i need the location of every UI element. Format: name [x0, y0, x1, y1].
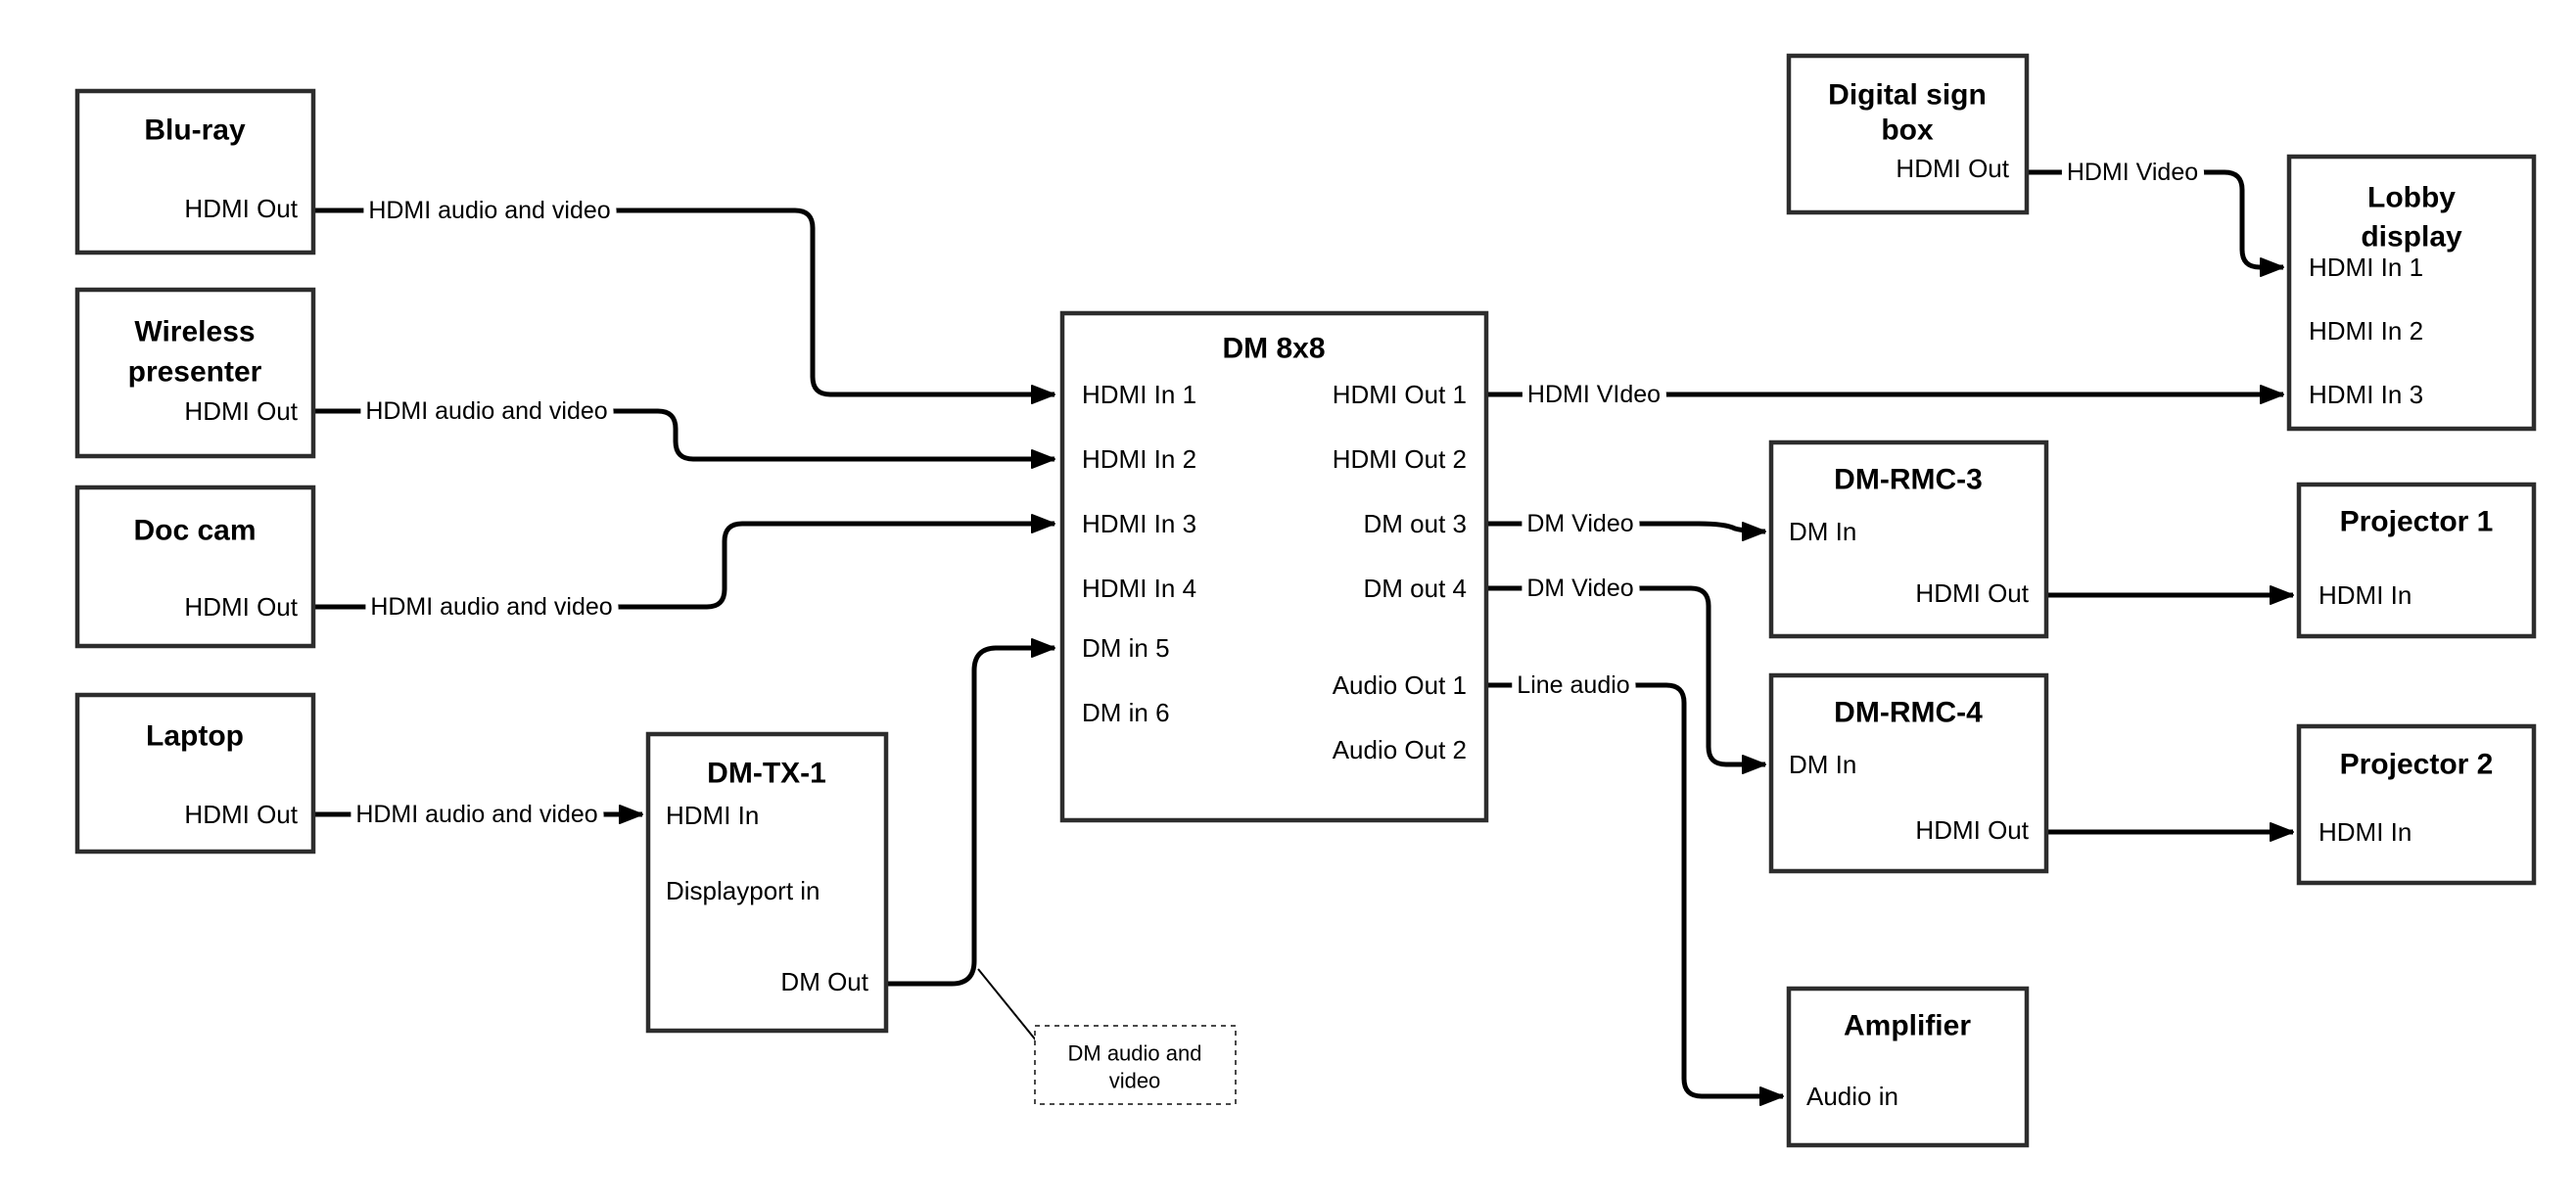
port-hdmi-out: HDMI Out [184, 800, 298, 829]
node-title: box [1881, 115, 1934, 147]
port-hdmi-out: HDMI Out [1896, 154, 2009, 183]
node-dm-tx-1: DM-TX-1 HDMI In Displayport in DM Out [645, 731, 889, 1034]
edge-dm8x8-out3-to-rmc3-dm-in [1486, 521, 1766, 541]
node-bluray: Blu-ray HDMI Out [74, 88, 316, 255]
node-wireless-box [74, 287, 316, 459]
edges [313, 169, 2294, 1106]
edge-label: HDMI audio and video [355, 801, 597, 828]
port-hdmi-out-2: HDMI Out 2 [1333, 444, 1467, 474]
port-hdmi-out: HDMI Out [184, 194, 298, 223]
node-title: DM 8x8 [1222, 333, 1325, 365]
node-title: DM-RMC-3 [1834, 464, 1983, 496]
edge-label: HDMI audio and video [365, 397, 607, 425]
port-hdmi-in-1: HDMI In 1 [1082, 380, 1196, 409]
port-hdmi-in-1: HDMI In 1 [2309, 253, 2423, 282]
node-title: Lobby [2367, 182, 2456, 214]
edge-label: Line audio [1517, 671, 1629, 699]
note-box [1034, 1025, 1237, 1105]
node-projector-1: Projector 1 HDMI In [2296, 482, 2537, 639]
edge-label: HDMI Video [2067, 159, 2198, 186]
node-dm8x8-box [1059, 310, 1489, 823]
edge-label: HDMI audio and video [368, 197, 610, 224]
port-audio-out-1: Audio Out 1 [1333, 670, 1467, 700]
node-doccam-box [74, 485, 316, 649]
port-hdmi-in: HDMI In [2318, 817, 2412, 847]
edge-dm8x8-audio1-to-amplifier [1486, 682, 1784, 1106]
node-title: DM-RMC-4 [1834, 697, 1983, 729]
edge-doccam-to-dm8x8-in3 [313, 514, 1055, 610]
node-rmc4-box [1768, 672, 2049, 874]
port-hdmi-out: HDMI Out [1915, 578, 2029, 608]
node-title: Blu-ray [144, 115, 246, 147]
edge-sign-to-lobby-in1 [2027, 169, 2284, 277]
node-bluray-box [74, 88, 316, 255]
port-hdmi-in: HDMI In [666, 801, 759, 830]
node-lobby-box [2286, 154, 2537, 432]
port-hdmi-out: HDMI Out [1915, 815, 2029, 845]
edge-wireless-to-dm8x8-in2 [313, 408, 1055, 469]
node-title: Laptop [146, 720, 244, 753]
note-text: video [1109, 1069, 1161, 1093]
node-title: Wireless [134, 316, 255, 348]
edge-dmtx1-to-dm8x8-dm-in5 [886, 638, 1055, 987]
port-hdmi-in-4: HDMI In 4 [1082, 574, 1196, 603]
port-hdmi-in-2: HDMI In 2 [1082, 444, 1196, 474]
node-dm-rmc-3: DM-RMC-3 DM In HDMI Out [1768, 439, 2049, 639]
node-doc-cam: Doc cam HDMI Out [74, 485, 316, 649]
node-title: presenter [128, 356, 262, 389]
node-wireless-presenter: Wireless presenter HDMI Out [74, 287, 316, 459]
port-audio-out-2: Audio Out 2 [1333, 735, 1467, 764]
note-text: DM audio and [1068, 1041, 1202, 1066]
node-dmtx1-box [645, 731, 889, 1034]
edge-bluray-to-dm8x8-in1 [313, 208, 1055, 404]
node-digital-sign-box-rect [1786, 53, 2030, 215]
port-hdmi-in: HDMI In [2318, 580, 2412, 610]
port-hdmi-in-2: HDMI In 2 [2309, 316, 2423, 346]
edge-label: DM Video [1526, 575, 1633, 602]
port-hdmi-in-3: HDMI In 3 [2309, 380, 2423, 409]
node-lobby-display: Lobby display HDMI In 1 HDMI In 2 HDMI I… [2286, 154, 2537, 432]
node-projector1-box [2296, 482, 2537, 639]
node-digital-sign-box: Digital sign box HDMI Out [1786, 53, 2030, 215]
node-title: Amplifier [1844, 1010, 1971, 1042]
port-hdmi-out: HDMI Out [184, 396, 298, 426]
port-dm-out: DM Out [780, 967, 868, 996]
port-dm-in: DM In [1789, 750, 1856, 779]
node-projector-2: Projector 2 HDMI In [2296, 723, 2537, 886]
edge-label: DM Video [1526, 510, 1633, 537]
edge-label: HDMI VIdeo [1527, 381, 1661, 408]
edge-label: HDMI audio and video [370, 593, 612, 621]
node-title: Projector 2 [2340, 749, 2494, 781]
node-projector2-box [2296, 723, 2537, 886]
node-laptop-box [74, 692, 316, 855]
port-audio-in: Audio in [1806, 1082, 1898, 1111]
port-displayport-in: Displayport in [666, 876, 820, 905]
port-hdmi-in-3: HDMI In 3 [1082, 509, 1196, 538]
node-amplifier-box [1786, 986, 2030, 1148]
port-dm-in-6: DM in 6 [1082, 698, 1170, 727]
port-dm-out-3: DM out 3 [1364, 509, 1468, 538]
note-leader-line [977, 968, 1038, 1042]
node-rmc3-box [1768, 439, 2049, 639]
port-dm-in-5: DM in 5 [1082, 633, 1170, 663]
port-hdmi-out-1: HDMI Out 1 [1333, 380, 1467, 409]
node-dm-8x8: DM 8x8 HDMI In 1 HDMI In 2 HDMI In 3 HDM… [1059, 310, 1489, 823]
node-laptop: Laptop HDMI Out [74, 692, 316, 855]
node-title: display [2361, 221, 2462, 254]
node-title: Doc cam [133, 515, 256, 547]
node-title: Digital sign [1828, 79, 1987, 112]
annotation-dm-audio-video-note: DM audio and video [1034, 1025, 1237, 1105]
edge-dm8x8-out4-to-rmc4-dm-in [1486, 585, 1766, 774]
node-amplifier: Amplifier Audio in [1786, 986, 2030, 1148]
port-dm-out-4: DM out 4 [1364, 574, 1468, 603]
port-dm-in: DM In [1789, 517, 1856, 546]
node-title: Projector 1 [2340, 506, 2494, 538]
port-hdmi-out: HDMI Out [184, 592, 298, 622]
node-title: DM-TX-1 [707, 758, 826, 790]
node-dm-rmc-4: DM-RMC-4 DM In HDMI Out [1768, 672, 2049, 874]
